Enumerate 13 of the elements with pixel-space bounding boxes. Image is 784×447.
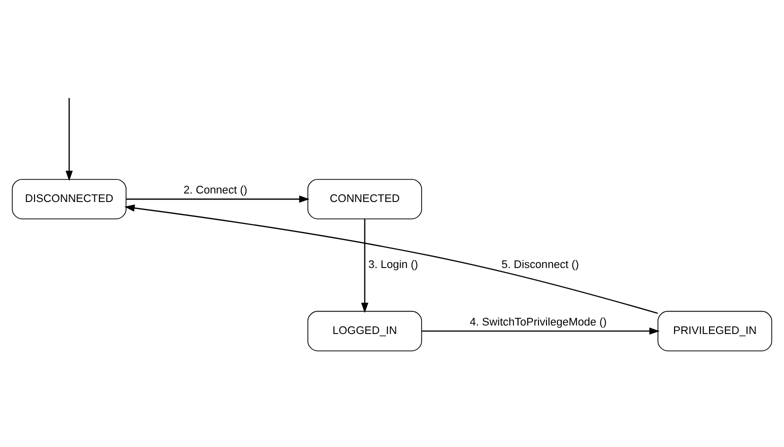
arrow [126,195,310,202]
edge-label: 2. Connect () [183,184,248,196]
arrow [124,204,658,314]
arrow [361,218,368,312]
node-box: PRIVILEGED_IN [658,310,772,351]
arrow [66,98,73,181]
arrow [422,326,660,334]
node-box: DISCONNECTED [12,178,126,219]
edge-label: 5. Disconnect () [502,258,579,271]
node-box: CONNECTED [307,178,422,219]
node-box: LOGGED_IN [307,310,422,351]
edge-label: 3. Login () [368,258,418,271]
edge-label: 4. SwitchToPrivilegeMode () [470,316,607,328]
